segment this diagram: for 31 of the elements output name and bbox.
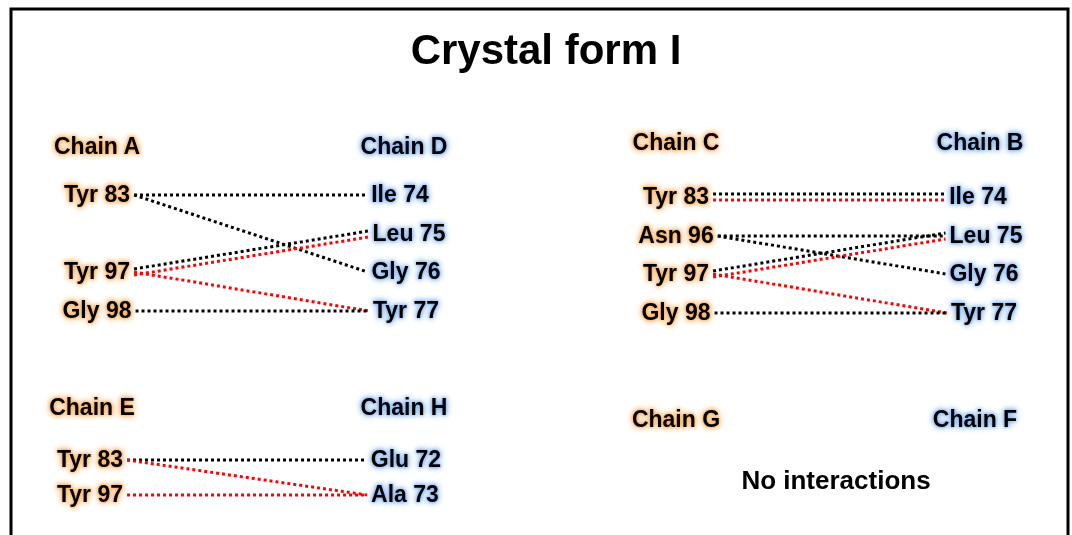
chain-label: Chain B — [935, 129, 1025, 157]
dotted-line — [133, 270, 370, 313]
dotted-line — [712, 272, 948, 315]
residue-label: Tyr 77 — [948, 299, 1020, 327]
residue-label: Asn 96 — [636, 222, 716, 250]
residue-label: Ile 74 — [947, 183, 1009, 211]
note-text: No interactions — [740, 464, 932, 496]
residue-label: Gly 98 — [60, 297, 134, 325]
chain-label: Chain A — [53, 133, 141, 161]
residue-label: Ala 73 — [369, 481, 441, 509]
chain-label: Chain G — [630, 406, 722, 434]
residue-label: Ile 74 — [369, 181, 431, 209]
chain-label: Chain E — [48, 394, 136, 422]
residue-label: Gly 98 — [639, 299, 713, 327]
residue-label: Gly 76 — [947, 260, 1021, 288]
chain-label: Chain F — [931, 406, 1019, 434]
residue-label: Tyr 77 — [370, 297, 442, 325]
residue-label: Tyr 83 — [61, 181, 133, 209]
residue-label: Gly 76 — [369, 258, 443, 286]
title: Crystal form I — [409, 25, 683, 75]
residue-label: Leu 75 — [370, 220, 448, 248]
residue-label: Tyr 83 — [640, 183, 712, 211]
chain-label: Chain D — [359, 133, 449, 161]
residue-label: Tyr 97 — [61, 258, 133, 286]
chain-label: Chain H — [359, 394, 449, 422]
chain-label: Chain C — [631, 129, 721, 157]
residue-label: Tyr 97 — [640, 260, 712, 288]
residue-label: Glu 72 — [368, 446, 444, 474]
residue-label: Leu 75 — [947, 222, 1025, 250]
residue-label: Tyr 97 — [54, 481, 126, 509]
residue-label: Tyr 83 — [54, 446, 126, 474]
